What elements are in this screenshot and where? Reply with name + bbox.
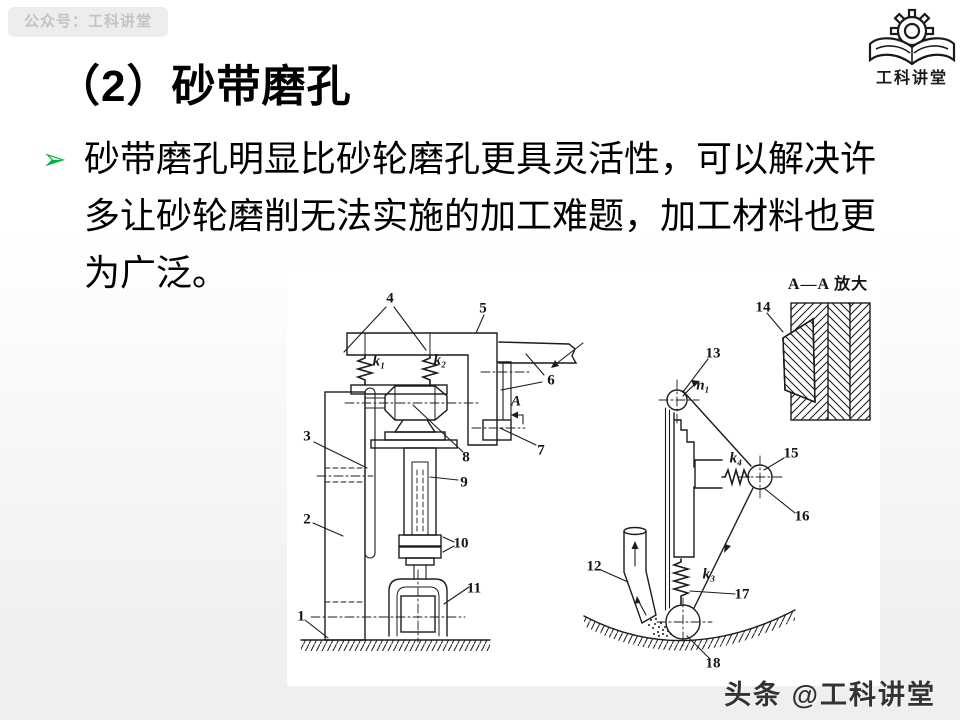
diagram-label-3: 3 bbox=[303, 428, 311, 445]
bullet-arrow-icon: ➢ bbox=[42, 142, 67, 176]
diagram-label-2: 2 bbox=[303, 511, 311, 528]
body-paragraph: 砂带磨孔明显比砂轮磨孔更具灵活性，可以解决许多让砂轮磨削无法实施的加工难题，加工… bbox=[84, 131, 924, 302]
gear-book-icon bbox=[868, 8, 956, 66]
diagram-label-k₁: k₁ bbox=[372, 353, 386, 370]
watermark-text: 头条 @工科讲堂 bbox=[724, 680, 936, 710]
paragraph-line: 多让砂轮磨削无法实施的加工难题，加工材料也更 bbox=[84, 196, 877, 236]
paragraph-line: 砂带磨孔明显比砂轮磨孔更具灵活性，可以解决许 bbox=[84, 139, 877, 179]
diagram-label-7: 7 bbox=[537, 442, 545, 459]
paragraph-line: 为广泛。 bbox=[84, 253, 229, 293]
diagram-label-18: 18 bbox=[705, 655, 721, 672]
diagram-label-14: 14 bbox=[755, 299, 771, 316]
diagram-label-A—A 放大: A—A 放大 bbox=[787, 276, 869, 293]
diagram-label-12: 12 bbox=[586, 558, 602, 575]
diagram-label-11: 11 bbox=[466, 580, 482, 597]
diagram-label-9: 9 bbox=[460, 474, 468, 491]
belt-grinding-schematic bbox=[300, 302, 871, 660]
diagram-label-17: 17 bbox=[734, 586, 750, 603]
brand-caption: 工科讲堂 bbox=[875, 70, 948, 87]
brand-logo bbox=[860, 3, 960, 66]
account-badge: 公众号：工科讲堂 bbox=[8, 7, 169, 37]
diagram-label-8: 8 bbox=[462, 449, 470, 466]
diagram-label-n₁: n₁ bbox=[696, 377, 710, 394]
page-title: （2）砂带磨孔 bbox=[56, 62, 352, 111]
diagram-label-16: 16 bbox=[794, 508, 810, 525]
diagram-label-1: 1 bbox=[297, 608, 305, 625]
diagram-label-k₃: k₃ bbox=[702, 566, 716, 583]
diagram-label-6: 6 bbox=[547, 372, 555, 389]
diagram-label-4: 4 bbox=[386, 290, 394, 307]
footer-bar bbox=[0, 686, 960, 720]
diagram-label-k₂: k₂ bbox=[433, 352, 447, 369]
diagram-label-10: 10 bbox=[453, 535, 469, 552]
diagram-label-13: 13 bbox=[705, 345, 721, 362]
diagram-label-5: 5 bbox=[479, 300, 487, 317]
diagram-label-k₄: k₄ bbox=[729, 450, 743, 467]
diagram-label-15: 15 bbox=[783, 445, 799, 462]
diagram-label-A: A bbox=[510, 393, 522, 410]
